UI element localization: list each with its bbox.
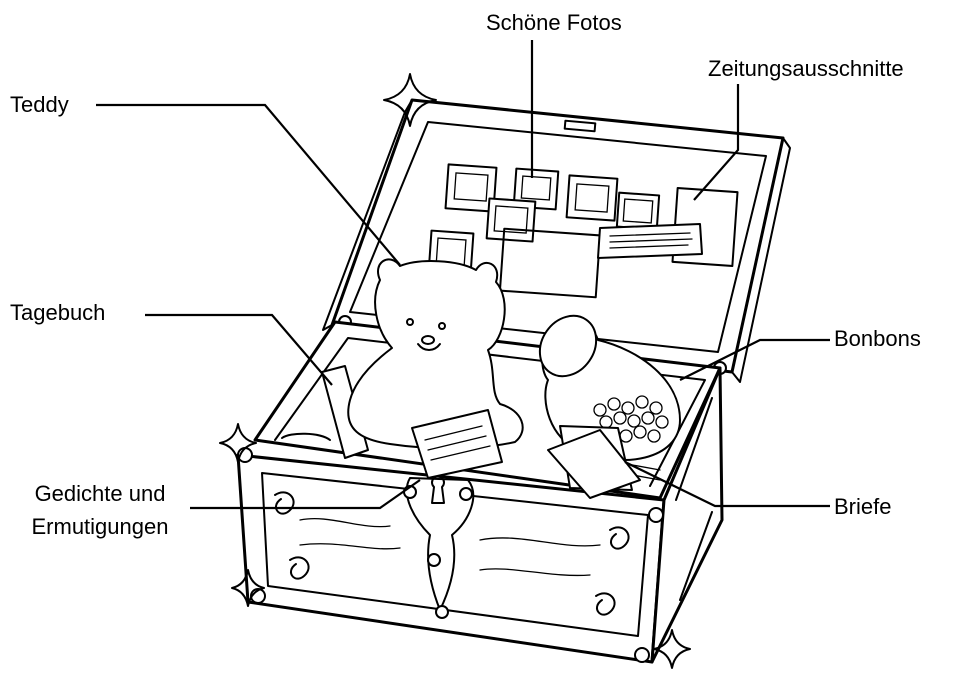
label-poems-line2: Ermutigungen [12, 514, 188, 540]
photo [487, 198, 536, 241]
corner-stud [649, 508, 663, 522]
label-letters: Briefe [834, 494, 891, 520]
newspaper-clipping [598, 224, 702, 258]
label-clippings: Zeitungsausschnitte [708, 56, 904, 82]
label-poems-line1: Gedichte und [12, 481, 188, 507]
photo [567, 175, 618, 220]
label-diary: Tagebuch [10, 300, 105, 326]
leader-teddy [96, 105, 400, 265]
corner-stud [635, 648, 649, 662]
label-teddy: Teddy [10, 92, 69, 118]
label-sweets: Bonbons [834, 326, 921, 352]
photo [617, 193, 659, 230]
label-photos: Schöne Fotos [486, 10, 622, 36]
